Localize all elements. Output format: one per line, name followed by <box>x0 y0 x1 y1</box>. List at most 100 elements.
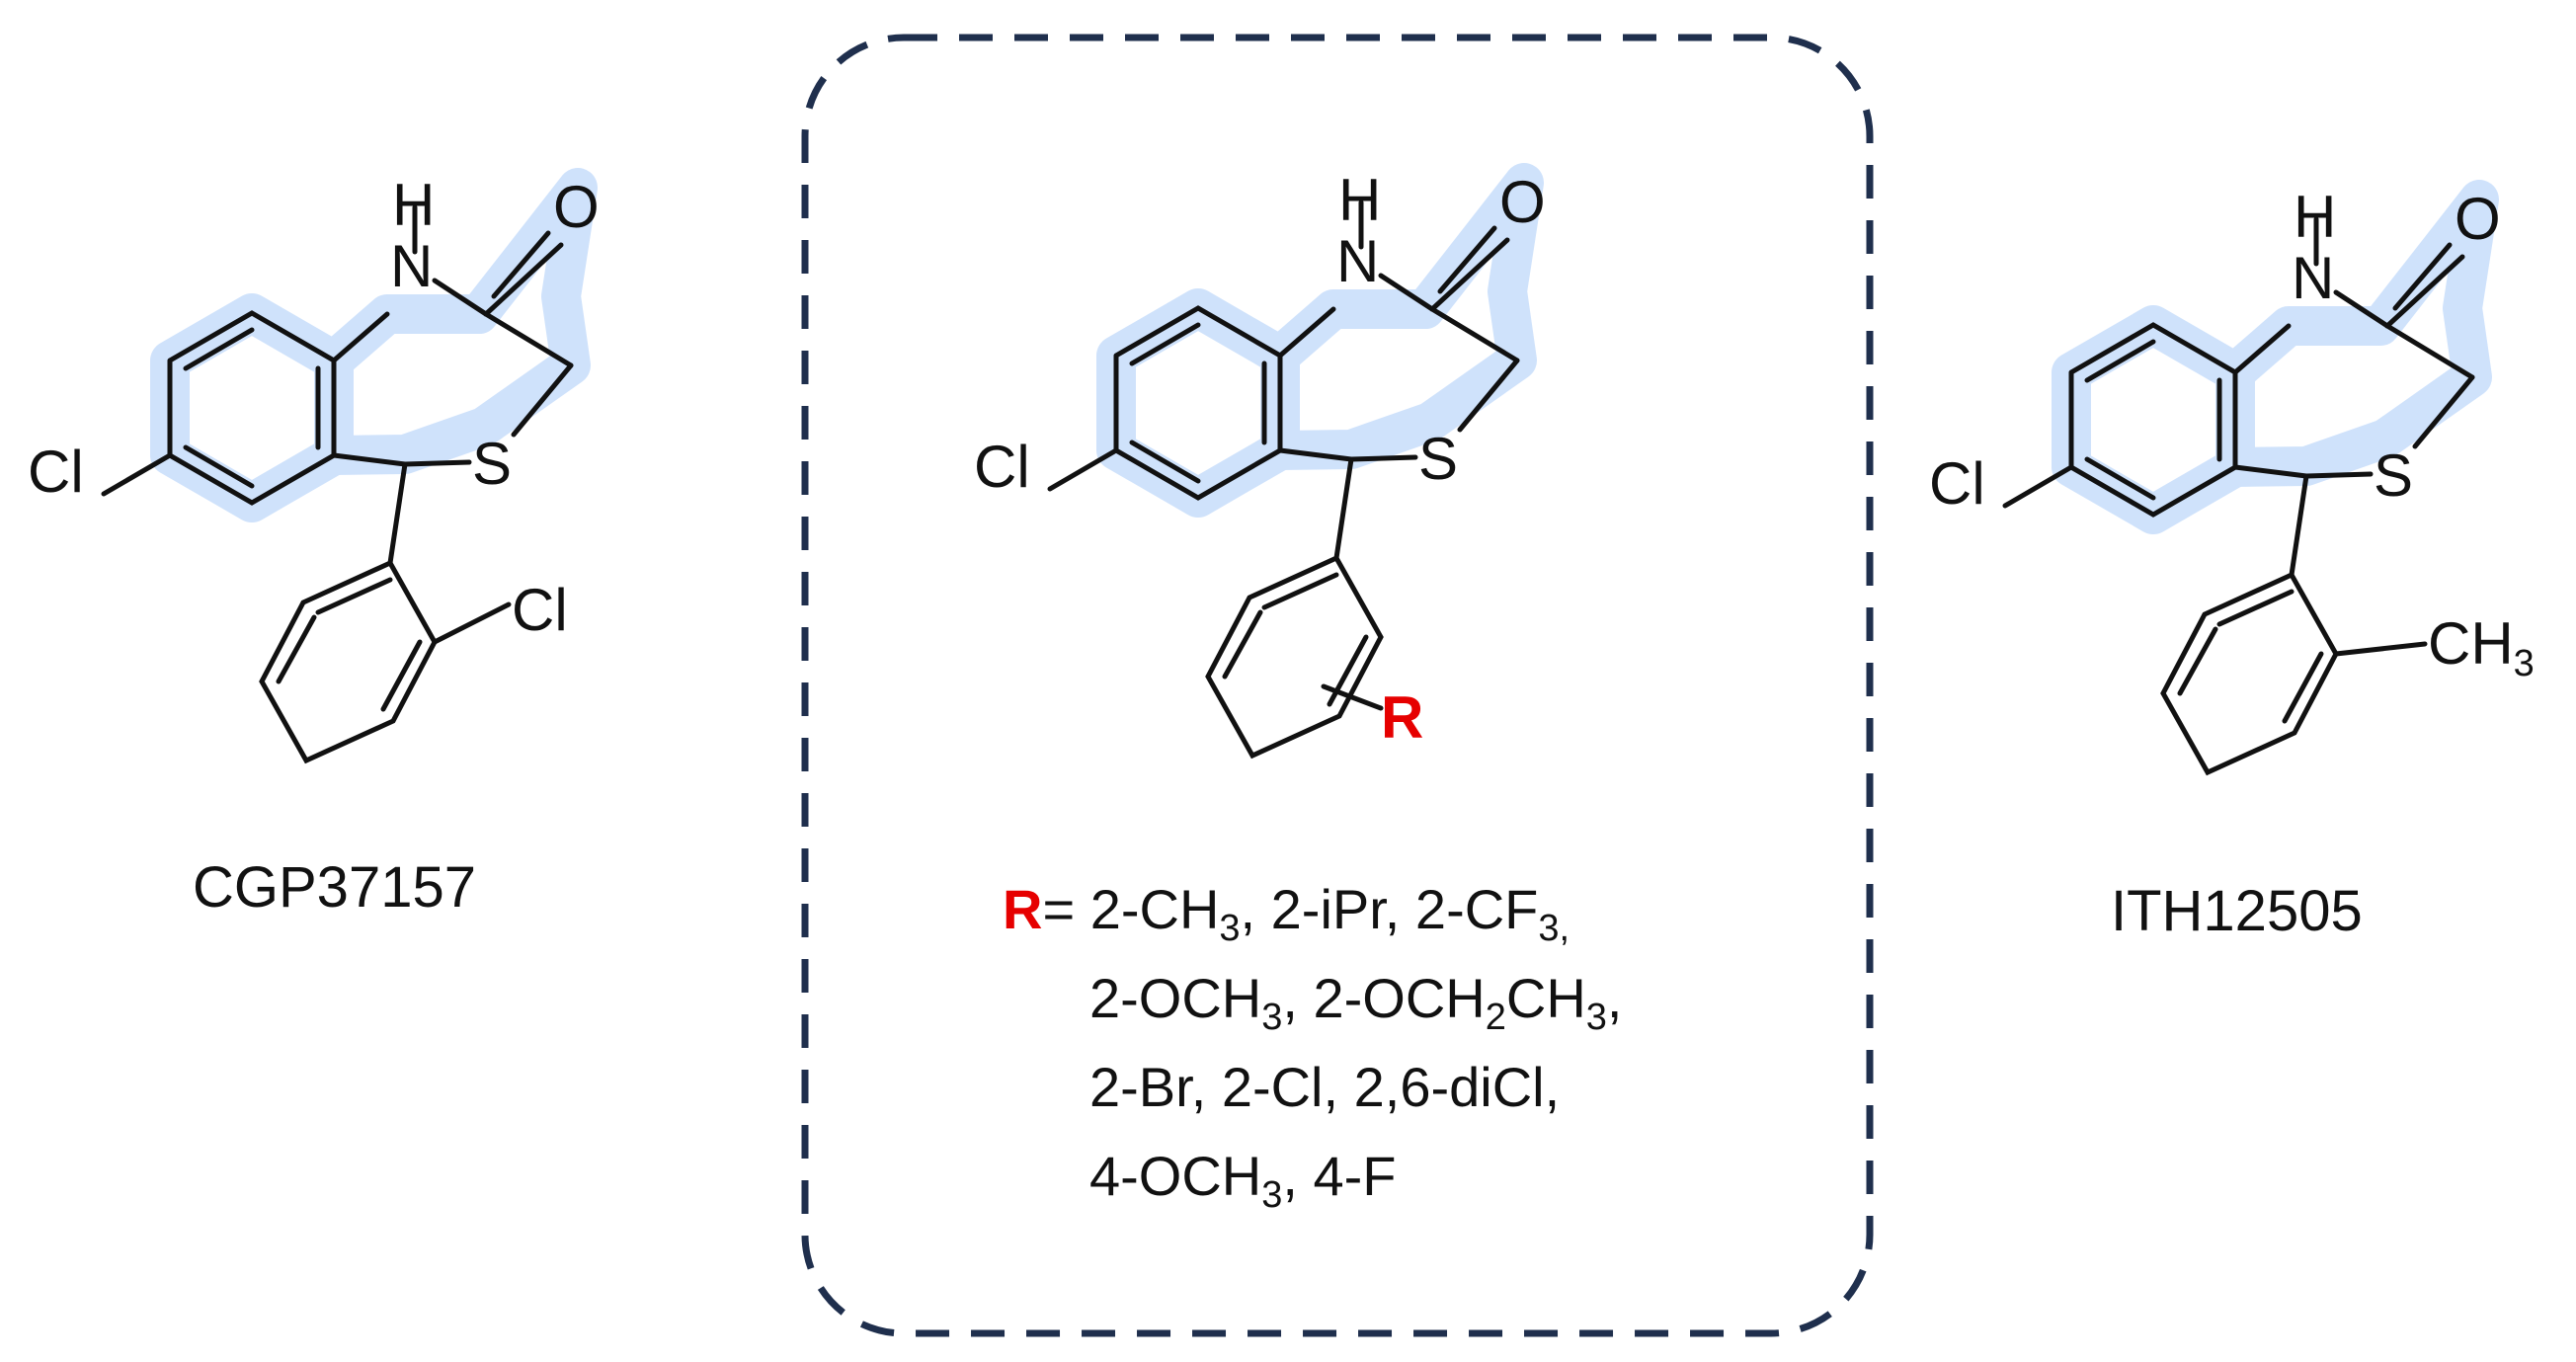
bond <box>1429 237 1510 312</box>
atom-n: N <box>2292 245 2334 311</box>
atom-cl-ring: Cl <box>1929 450 1985 517</box>
methyl-ch: CH <box>2428 610 2514 677</box>
aromatic-double-bond <box>1222 609 1263 680</box>
aromatic-double-bond <box>183 444 255 489</box>
bond <box>1333 456 1354 561</box>
scaffold-highlight <box>2052 305 2255 534</box>
bond <box>1457 358 1520 433</box>
aromatic-double-bond <box>315 577 393 615</box>
atom-h: H <box>2294 184 2336 250</box>
r-text: , 2-OCH <box>1282 967 1485 1029</box>
r-text: , <box>1607 967 1623 1029</box>
scaffold-highlight <box>1096 288 1300 518</box>
bond <box>2289 473 2309 578</box>
compound-name: ITH12505 <box>2111 879 2363 943</box>
atom-n: N <box>1336 228 1379 294</box>
bond <box>2002 464 2074 509</box>
atom-o: O <box>2455 186 2501 252</box>
aromatic-double-bond <box>2177 626 2218 696</box>
atom-cl-substituent: Cl <box>512 577 568 643</box>
atom-s: S <box>1418 426 1458 492</box>
atom-cl-ring: Cl <box>974 434 1030 500</box>
bond <box>2303 471 2374 479</box>
atom-h: H <box>392 172 435 238</box>
bond <box>387 461 408 566</box>
bond <box>432 278 489 317</box>
r-text: 2-CH <box>1090 878 1220 940</box>
bond <box>1429 306 1520 363</box>
phenyl-bonds <box>1205 555 1384 760</box>
bond <box>511 362 574 438</box>
atom-n: N <box>390 233 433 299</box>
scaffold-highlight-ring7 <box>2215 180 2499 487</box>
r-text: , 4-F <box>1282 1145 1396 1207</box>
r-sub: 3 <box>1219 908 1240 949</box>
bond <box>432 601 512 645</box>
r-sub: 3 <box>1261 997 1282 1038</box>
aromatic-double-bond <box>380 639 423 712</box>
r-definition-line-2: 2-OCH3, 2-OCH2CH3, <box>1089 967 1622 1038</box>
atom-s: S <box>2374 442 2413 509</box>
methyl-subscript: 3 <box>2514 643 2535 684</box>
r-definition-line-3: 2-Br, 2-Cl, 2,6-diCl, <box>1089 1056 1560 1118</box>
molecule-cgp37157: H N O S Cl Cl CGP37157 <box>28 168 600 920</box>
bond <box>1277 306 1336 359</box>
scaffold-highlight-ring7 <box>1260 163 1544 470</box>
bond <box>1378 273 1435 312</box>
r-group-label: R <box>1381 684 1423 751</box>
molecule-generic: H N O S Cl R <box>974 163 1546 760</box>
bond <box>1277 447 1354 462</box>
r-text: CH <box>1506 967 1586 1029</box>
carbonyl-double-bond <box>491 230 551 299</box>
scaffold-highlight <box>150 293 354 522</box>
bond <box>2412 374 2475 449</box>
atom-s: S <box>472 431 512 497</box>
atom-o: O <box>1499 169 1546 235</box>
carbonyl-double-bond <box>2392 242 2453 311</box>
carbonyl-double-bond <box>1437 225 1497 294</box>
bond <box>402 459 472 467</box>
bond <box>2333 641 2428 657</box>
bond <box>483 242 564 317</box>
aromatic-double-bond <box>2084 456 2156 501</box>
bond <box>2384 323 2475 380</box>
bond <box>2333 289 2390 329</box>
bond <box>1348 454 1418 462</box>
r-definition-line-4: 4-OCH3, 4-F <box>1089 1145 1397 1216</box>
bond <box>483 311 574 368</box>
aromatic-double-bond <box>276 614 317 684</box>
compound-name: CGP37157 <box>193 855 476 920</box>
bond <box>331 452 408 467</box>
methyl-label: CH3 <box>2428 610 2535 684</box>
bond <box>1047 447 1119 492</box>
aromatic-double-bond <box>2216 589 2294 627</box>
r-equals: = <box>1042 878 1089 940</box>
r-sub: 3, <box>1538 908 1570 949</box>
atom-o: O <box>553 174 600 240</box>
r-attachment-bond <box>1321 683 1384 711</box>
r-definition: R= 2-CH3, 2-iPr, 2-CF3, 2-OCH3, 2-OCH2CH… <box>1003 878 1622 1216</box>
bond <box>2384 254 2465 329</box>
aromatic-double-bond <box>2084 339 2156 383</box>
r-definition-line-1: R= 2-CH3, 2-iPr, 2-CF3, <box>1003 878 1570 949</box>
r-sub: 3 <box>1261 1174 1282 1216</box>
molecule-ith12505: H N O S Cl CH3 ITH12505 <box>1929 180 2535 943</box>
r-sub: 2 <box>1486 997 1506 1038</box>
bond <box>101 452 173 497</box>
r-text: 2-OCH <box>1089 967 1261 1029</box>
r-text: 2-Br, 2-Cl, 2,6-diCl, <box>1089 1056 1560 1118</box>
r-text: , 2-iPr, 2-CF <box>1241 878 1539 940</box>
aromatic-double-bond <box>1261 572 1339 610</box>
bond <box>2232 323 2292 375</box>
r-text: 4-OCH <box>1089 1145 1261 1207</box>
atom-cl-ring: Cl <box>28 439 84 505</box>
r-sub: 3 <box>1586 997 1607 1038</box>
bond <box>2232 464 2309 479</box>
aromatic-double-bond <box>1129 322 1201 366</box>
aromatic-double-bond <box>2282 651 2324 724</box>
atom-h: H <box>1338 167 1381 233</box>
dashed-frame <box>801 34 1874 1337</box>
scaffold-highlight-ring7 <box>314 168 598 475</box>
r-label: R <box>1003 878 1042 940</box>
